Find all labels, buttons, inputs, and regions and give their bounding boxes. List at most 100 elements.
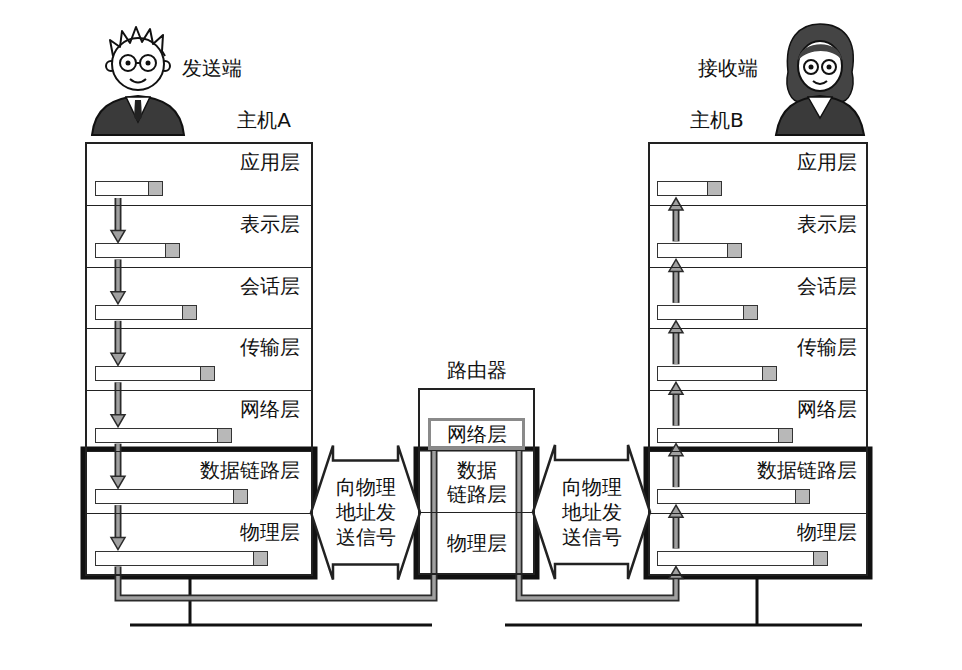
flow-line: [674, 269, 678, 302]
packet-header: [253, 552, 267, 565]
packet-header: [707, 182, 721, 195]
layer-box: 物理层: [650, 513, 866, 574]
double-arrow: [533, 445, 650, 579]
layer-name: 应用层: [797, 150, 857, 174]
tie: [134, 100, 142, 122]
data-packet-bar: [657, 489, 810, 504]
arrowhead: [111, 292, 125, 304]
pupil: [126, 61, 131, 66]
mouth: [813, 81, 827, 84]
layer-box: 表示层: [650, 205, 866, 266]
arrowhead: [669, 567, 683, 579]
arrowhead: [669, 505, 683, 517]
arrowhead: [669, 382, 683, 394]
packet-header: [762, 367, 776, 380]
layer-name: 数据链路层: [200, 458, 300, 482]
collar: [808, 97, 832, 118]
layer-box: 应用层: [650, 144, 866, 205]
data-packet-bar: [657, 428, 793, 443]
layer-box: 应用层: [87, 144, 311, 205]
connector: [311, 446, 420, 580]
packet-header: [813, 552, 827, 565]
data-packet-bar: [95, 428, 232, 443]
bangs: [798, 44, 842, 60]
data-packet-bar: [657, 551, 828, 566]
host-stack: 主机B应用层表示层会话层传输层网络层数据链路层物理层: [648, 142, 868, 576]
pupil: [809, 65, 814, 70]
layer-name: 表示层: [797, 212, 857, 236]
glasses-bridge: [136, 62, 140, 64]
layer-name: 传输层: [240, 335, 300, 359]
glasses: [120, 55, 136, 71]
flow-line: [674, 454, 678, 487]
layer-name: 物理层: [447, 531, 507, 555]
router-name: 路由器: [420, 358, 533, 382]
router-layer-box: 网络层: [428, 418, 525, 450]
flow-line-outline: [115, 259, 122, 293]
suit: [92, 96, 184, 135]
highlight-frame: [646, 449, 870, 577]
arrowhead: [111, 538, 125, 550]
layer-name: 传输层: [797, 335, 857, 359]
flow-line-outline: [115, 321, 122, 355]
data-packet-bar: [657, 181, 722, 196]
hair: [110, 27, 165, 56]
layer-box: 传输层: [87, 328, 311, 389]
layer-box: 数据链路层: [650, 451, 866, 512]
glasses: [804, 60, 818, 74]
flow-line: [674, 208, 678, 241]
flow-line: [674, 331, 678, 364]
flow-line-outline: [673, 515, 680, 548]
layer-name: 数据链路层: [757, 458, 857, 482]
role-label: 发送端: [182, 56, 242, 80]
packet-header: [795, 490, 809, 503]
arrowhead: [669, 321, 683, 333]
dress: [776, 96, 864, 135]
layer-box: 传输层: [650, 328, 866, 389]
packet-header: [743, 306, 757, 319]
arrow-label: 向物理地址发送信号: [562, 475, 622, 550]
packet-header: [217, 429, 231, 442]
layer-box: 物理层: [87, 513, 311, 574]
host-name: 主机B: [690, 108, 744, 132]
layer-box: 网络层: [87, 390, 311, 451]
pupil: [827, 65, 832, 70]
packet-header: [727, 244, 741, 257]
flow-line: [116, 444, 120, 478]
layer-name: 网络层: [797, 397, 857, 421]
flow-line-outline: [115, 198, 122, 232]
flow-line: [116, 321, 120, 355]
glasses: [140, 55, 156, 71]
layer-name: 网络层: [447, 422, 507, 446]
layer-name: 表示层: [240, 212, 300, 236]
host-stack: 主机A应用层表示层会话层传输层网络层数据链路层物理层: [85, 142, 313, 576]
data-packet-bar: [657, 366, 777, 381]
double-arrow: [311, 446, 420, 580]
flow-line-outline: [673, 208, 680, 241]
router-box: 路由器网络层数据 链路层物理层: [418, 388, 535, 575]
data-packet-bar: [657, 305, 758, 320]
glasses: [822, 60, 836, 74]
flow-line: [674, 515, 678, 548]
flow-line-outline: [673, 269, 680, 302]
router-layer-box: 物理层: [420, 512, 533, 573]
connector: [533, 445, 650, 579]
layer-name: 网络层: [240, 397, 300, 421]
router-layer-box: 数据 链路层: [420, 450, 533, 512]
mouth: [130, 79, 146, 83]
layer-name: 会话层: [240, 274, 300, 298]
data-packet-bar: [657, 243, 742, 258]
arrowhead: [111, 476, 125, 488]
data-packet-bar: [95, 305, 197, 320]
arrowhead: [111, 230, 125, 242]
layer-name: 物理层: [240, 520, 300, 544]
host-name: 主机A: [237, 108, 291, 132]
pupil: [146, 61, 151, 66]
flow-line: [116, 505, 120, 539]
flow-line-outline: [115, 382, 122, 416]
data-packet-bar: [95, 243, 180, 258]
layer-name: 物理层: [797, 520, 857, 544]
